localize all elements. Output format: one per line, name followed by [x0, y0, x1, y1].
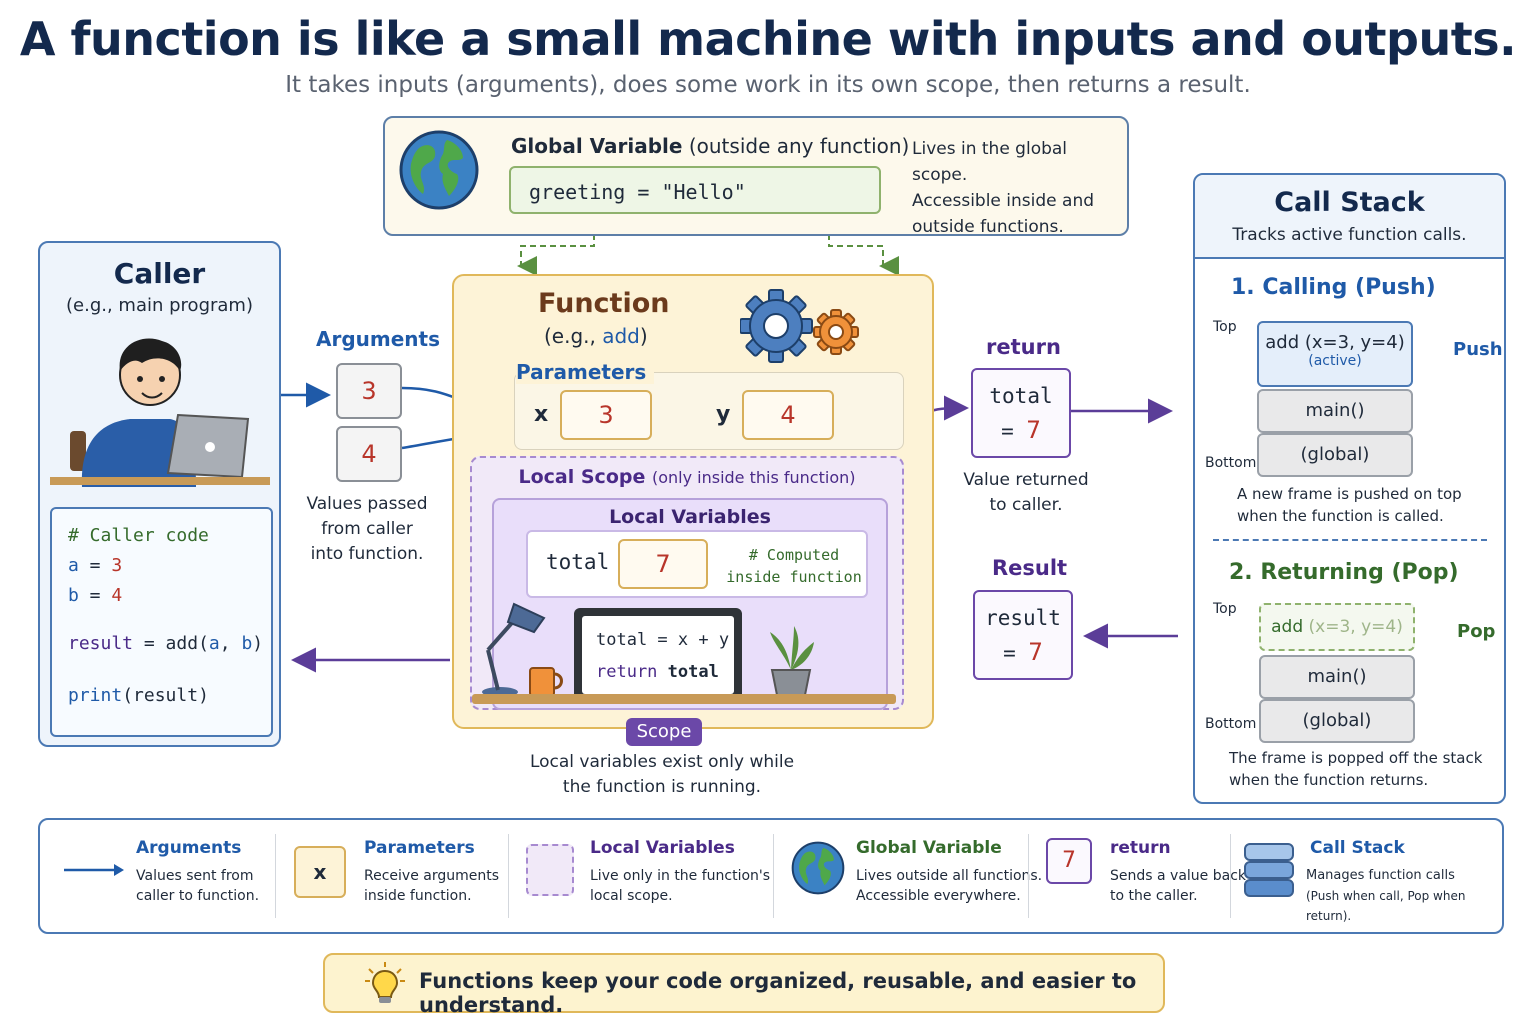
function-title: Function: [538, 288, 670, 319]
legend-title: return: [1110, 838, 1171, 858]
caller-subtitle: (e.g., main program): [66, 295, 253, 316]
parameter-value: 4: [742, 390, 834, 440]
caller-code-block: # Caller code a = 3 b = 4 result = add(a…: [50, 507, 273, 737]
arguments-title: Arguments: [316, 327, 441, 351]
stack-top-label: Top: [1213, 601, 1237, 617]
programmer-illustration: [50, 338, 270, 487]
caller-panel: Caller (e.g., main program) # Caller cod…: [38, 241, 281, 747]
database-icon: [1244, 843, 1294, 897]
call-stack-header: Call Stack Tracks active function calls.: [1195, 175, 1504, 259]
legend-title: Call Stack: [1310, 838, 1405, 858]
legend-separator: [773, 834, 774, 918]
function-subtitle: (e.g., add): [544, 324, 648, 348]
local-scope-panel: Local Scope (only inside this function) …: [470, 456, 904, 710]
legend-description: Manages function calls(Push when call, P…: [1306, 868, 1466, 923]
call-stack-subtitle: Tracks active function calls.: [1232, 225, 1467, 245]
pop-label: Pop: [1457, 621, 1496, 642]
legend-title: Arguments: [136, 838, 242, 858]
gear-icon: [740, 289, 859, 363]
plant-icon: [770, 626, 814, 701]
parameter-symbol: x: [294, 846, 346, 898]
local-variable-value: 7: [618, 539, 708, 589]
stack-frame: main(): [1259, 655, 1415, 699]
legend-separator: [1028, 834, 1029, 918]
page-subtitle: It takes inputs (arguments), does some w…: [285, 72, 1251, 98]
globe-icon: [399, 130, 479, 210]
result-title: Result: [992, 556, 1068, 580]
stack-frame: (global): [1259, 699, 1415, 743]
legend-separator: [508, 834, 509, 918]
tip-text: Functions keep your code organized, reus…: [419, 969, 1137, 1017]
global-to-function-arrow-right: [828, 234, 899, 276]
return-symbol: 7: [1046, 838, 1092, 884]
parameter-value: 3: [560, 390, 652, 440]
legend-title: Local Variables: [590, 838, 735, 858]
function-panel: Function (e.g., add) Parameters x: [452, 274, 934, 729]
scope-badge: Scope: [626, 718, 702, 746]
local-variable-name: total: [546, 550, 610, 574]
parameters-title: Parameters: [516, 360, 655, 384]
argument-value: 4: [336, 426, 402, 482]
stack-top-label: Top: [1213, 319, 1237, 335]
legend-separator: [1230, 834, 1231, 918]
local-variable-symbol: [526, 844, 574, 896]
desk: [472, 694, 896, 704]
stack-frame: main(): [1257, 389, 1413, 433]
stack-bottom-label: Bottom: [1205, 716, 1257, 732]
arrow-icon: [64, 864, 124, 876]
global-description: Lives in the global scope.Accessible ins…: [912, 139, 1095, 237]
call-stack-panel: Call Stack Tracks active function calls.…: [1193, 173, 1506, 804]
tip-banner: Functions keep your code organized, reus…: [323, 953, 1165, 1017]
legend-title: Global Variable: [856, 838, 1002, 858]
legend-description: Lives outside all functions.Accessible e…: [856, 868, 1043, 904]
argument-value: 3: [336, 363, 402, 419]
return-value-box: total = 7: [971, 368, 1071, 458]
page-title: A function is like a small machine with …: [19, 12, 1517, 66]
lightbulb-icon: [365, 962, 405, 1003]
global-code: greeting = "Hello": [509, 166, 881, 214]
pop-section-title: 2. Returning (Pop): [1229, 560, 1459, 585]
local-scope-title: Local Scope (only inside this function): [518, 466, 856, 488]
monitor-screen: total = x + y return total: [582, 616, 734, 694]
parameter-name: x: [534, 402, 549, 427]
global-variable-label: Global Variable (outside any function): [511, 134, 910, 158]
legend-title: Parameters: [364, 838, 475, 858]
call-stack-title: Call Stack: [1274, 187, 1425, 218]
laptop-icon: [166, 413, 250, 479]
stack-section-divider: [1213, 539, 1487, 541]
caller-title: Caller: [113, 257, 206, 290]
push-section-title: 1. Calling (Push): [1231, 275, 1436, 300]
return-title: return: [986, 335, 1061, 359]
legend-separator: [275, 834, 276, 918]
globe-icon: [791, 841, 845, 895]
parameter-name: y: [716, 402, 731, 427]
global-variable-panel: Global Variable (outside any function) g…: [383, 116, 1129, 237]
local-variables-title: Local Variables: [609, 506, 771, 528]
stack-bottom-label: Bottom: [1205, 455, 1257, 471]
global-to-function-arrow-left: [517, 234, 595, 276]
monitor-illustration: total = x + y return total: [574, 608, 742, 702]
stack-frame: (global): [1257, 433, 1413, 477]
push-label: Push: [1453, 339, 1503, 360]
popped-frame: add (x=3, y=4): [1259, 603, 1415, 651]
result-value-box: result = 7: [973, 590, 1073, 680]
active-frame: add (x=3, y=4) (active): [1257, 321, 1413, 387]
